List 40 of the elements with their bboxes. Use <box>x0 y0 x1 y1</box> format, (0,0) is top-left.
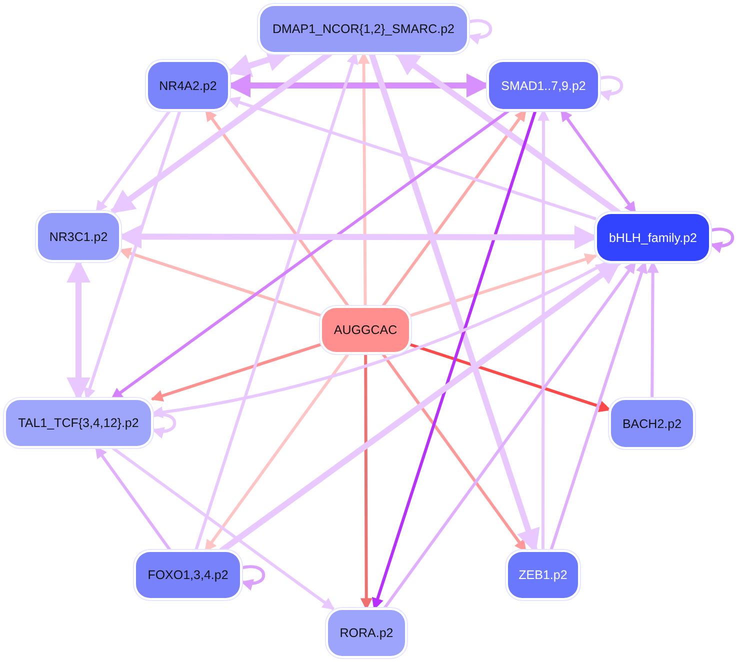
node-label: NR4A2.p2 <box>159 78 217 92</box>
node-box <box>597 214 709 261</box>
node-box <box>328 610 405 656</box>
arrow <box>240 565 266 590</box>
arrow <box>710 228 734 252</box>
node-label: SMAD1..7,9.p2 <box>501 78 586 92</box>
arrow <box>204 109 350 308</box>
arrow <box>380 352 527 552</box>
node-box <box>489 62 598 109</box>
arrow <box>150 342 322 402</box>
node-label: bHLH_family.p2 <box>608 230 697 244</box>
arrow <box>560 109 637 214</box>
node-box <box>611 400 693 447</box>
node-label: RORA.p2 <box>340 626 394 640</box>
arrow <box>228 96 596 220</box>
node-box <box>136 552 240 598</box>
arrow <box>152 413 176 438</box>
arrow <box>94 446 172 552</box>
arrow <box>204 352 350 552</box>
node-label: DMAP1_NCOR{1,2}_SMARC.p2 <box>272 22 455 36</box>
node-label: BACH2.p2 <box>622 416 682 430</box>
node-label: NR3C1.p2 <box>49 230 108 244</box>
arrow <box>118 248 322 317</box>
node-box <box>322 308 409 352</box>
node-label: FOXO1,3,4.p2 <box>148 568 228 582</box>
node-box <box>6 400 151 446</box>
arrow <box>380 109 527 308</box>
arrow <box>598 76 624 100</box>
arrow <box>95 109 172 213</box>
node-label: TAL1_TCF{3,4,12}.p2 <box>18 416 139 430</box>
node-box <box>148 62 228 109</box>
node-label: ZEB1.p2 <box>518 568 568 582</box>
arrow <box>410 343 612 412</box>
arrow <box>410 253 598 318</box>
node-box <box>38 213 119 260</box>
arrow <box>468 19 492 44</box>
arrow <box>382 261 637 610</box>
node-box <box>508 552 578 598</box>
node-box <box>260 6 467 52</box>
node-label: AUGGCAC <box>334 323 398 337</box>
